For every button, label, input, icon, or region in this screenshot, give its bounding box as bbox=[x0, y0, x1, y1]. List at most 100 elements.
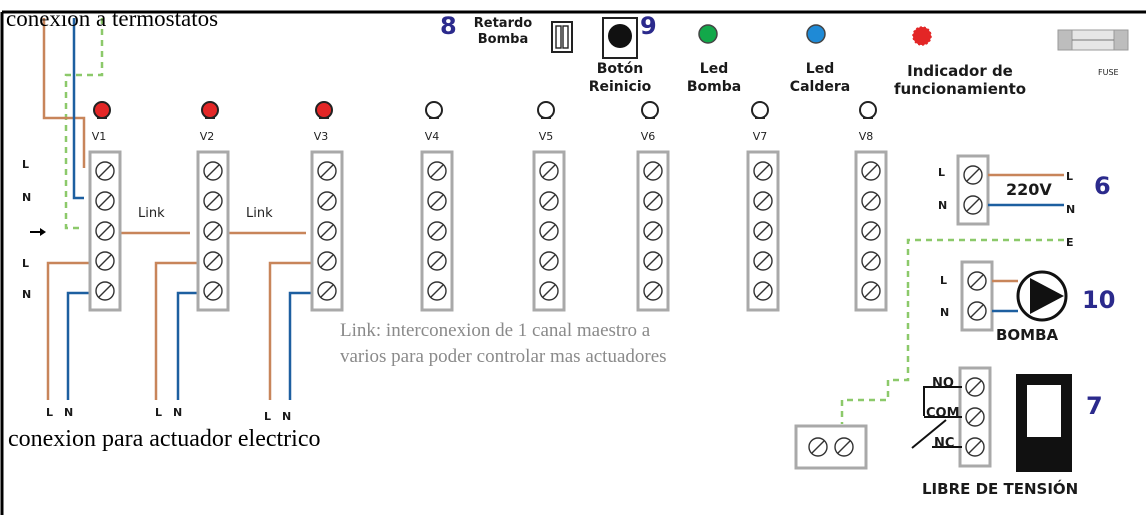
retardo-switch-pin-1 bbox=[555, 25, 562, 49]
terminal-block-v8-screw-3-slot bbox=[864, 224, 878, 238]
relay-terminal-block-screw-2-slot bbox=[968, 410, 982, 424]
led-v7 bbox=[751, 101, 769, 119]
actuator-wire-l-3: L bbox=[264, 410, 272, 423]
retardo-switch-pin-2 bbox=[562, 25, 569, 49]
retardo-line2: Bomba bbox=[477, 32, 529, 47]
left-terminal-n2: N bbox=[22, 288, 32, 301]
terminal-block-v7-screw-1-slot bbox=[756, 164, 770, 178]
actuator-wire-n-3-line bbox=[288, 291, 312, 400]
actuator-wire-n-1: N bbox=[64, 406, 74, 419]
terminal-block-v8-screw-2-slot bbox=[864, 194, 878, 208]
terminal-block-v5-screw-4-slot bbox=[542, 254, 556, 268]
earth-wire-connector bbox=[840, 290, 910, 424]
pump-terminal-block-screw-1-slot bbox=[970, 274, 984, 288]
led-caldera-line2: Caldera bbox=[789, 79, 851, 95]
relay-terminal-block-screw-1-slot bbox=[968, 380, 982, 394]
input-arrow-icon bbox=[40, 228, 46, 236]
thermostat-connection-label: conexion a termostatos bbox=[6, 6, 219, 31]
terminal-block-v1-screw-2-slot bbox=[98, 194, 112, 208]
reinicio-label: Botón Reinicio bbox=[584, 60, 656, 96]
relay-com: COM bbox=[926, 406, 960, 421]
led-v8 bbox=[859, 101, 877, 119]
terminal-block-v6-screw-5-slot bbox=[646, 284, 660, 298]
led-bomba-line2: Bomba bbox=[686, 79, 742, 95]
terminal-block-v4-screw-3-slot bbox=[430, 224, 444, 238]
actuator-wire-l-1: L bbox=[46, 406, 54, 419]
relay-switch-window bbox=[1025, 383, 1063, 439]
led-v1 bbox=[93, 101, 111, 119]
reinicio-line2: Reinicio bbox=[588, 79, 652, 95]
retardo-line1: Retardo bbox=[473, 16, 533, 31]
led-caldera-label: Led Caldera bbox=[780, 60, 860, 96]
terminal-block-v3-screw-5-slot bbox=[320, 284, 334, 298]
power-voltage: 220V bbox=[1006, 180, 1052, 199]
left-terminal-l1: L bbox=[22, 158, 30, 171]
power-terminal-block-screw-1-slot bbox=[966, 168, 980, 182]
left-terminal-l2: L bbox=[22, 257, 30, 270]
channel-label-v1: V1 bbox=[91, 130, 107, 143]
actuator-wire-n-2: N bbox=[173, 406, 183, 419]
pump-label: BOMBA bbox=[996, 326, 1059, 344]
terminal-block-v1-screw-5-slot bbox=[98, 284, 112, 298]
terminal-block-v3-screw-4-slot bbox=[320, 254, 334, 268]
earth-wire-thermostat bbox=[64, 18, 104, 230]
terminal-block-v8-screw-4-slot bbox=[864, 254, 878, 268]
fuse-label: FUSE bbox=[1098, 68, 1119, 77]
terminal-block-v6-screw-3-slot bbox=[646, 224, 660, 238]
terminal-block-v2-screw-3-slot bbox=[206, 224, 220, 238]
led-v2 bbox=[201, 101, 219, 119]
led-caldera-line1: Led bbox=[805, 61, 835, 77]
led-bomba bbox=[698, 24, 718, 44]
terminal-block-v7-screw-2-slot bbox=[756, 194, 770, 208]
led-caldera bbox=[806, 24, 826, 44]
terminal-block-v6-screw-2-slot bbox=[646, 194, 660, 208]
terminal-block-v6-screw-1-slot bbox=[646, 164, 660, 178]
terminal-block-v4-screw-2-slot bbox=[430, 194, 444, 208]
power-out-l: L bbox=[1066, 170, 1074, 183]
terminal-block-v6-screw-4-slot bbox=[646, 254, 660, 268]
led-v3 bbox=[315, 101, 333, 119]
retardo-switch bbox=[551, 21, 573, 53]
terminal-block-v5-screw-2-slot bbox=[542, 194, 556, 208]
terminal-block-v4-screw-4-slot bbox=[430, 254, 444, 268]
led-v5 bbox=[537, 101, 555, 119]
led-bomba-label: Led Bomba bbox=[674, 60, 754, 96]
terminal-block-v7-screw-3-slot bbox=[756, 224, 770, 238]
terminal-block-v4-screw-5-slot bbox=[430, 284, 444, 298]
indicador-led bbox=[912, 26, 932, 46]
channel-label-v4: V4 bbox=[424, 130, 440, 143]
actuator-wire-n-3: N bbox=[282, 410, 292, 423]
power-earth: E bbox=[1066, 236, 1074, 249]
led-bomba-line1: Led bbox=[699, 61, 729, 77]
terminal-block-v7-screw-5-slot bbox=[756, 284, 770, 298]
terminal-block-v3-screw-3-slot bbox=[320, 224, 334, 238]
pump-number: 10 bbox=[1082, 286, 1116, 314]
terminal-block-v2-screw-5-slot bbox=[206, 284, 220, 298]
thermostat-wire-l bbox=[42, 18, 86, 168]
terminal-block-v7-screw-4-slot bbox=[756, 254, 770, 268]
power-number: 6 bbox=[1094, 172, 1111, 200]
relay-caption: LIBRE DE TENSIÓN bbox=[922, 480, 1079, 498]
channel-label-v3: V3 bbox=[313, 130, 329, 143]
terminal-block-v2-screw-2-slot bbox=[206, 194, 220, 208]
power-in-l: L bbox=[938, 166, 946, 179]
terminal-block-v2-screw-4-slot bbox=[206, 254, 220, 268]
indicador-line1: Indicador de bbox=[907, 62, 1013, 80]
terminal-block-v8-screw-1-slot bbox=[864, 164, 878, 178]
relay-contact-line bbox=[911, 419, 947, 449]
link-note-line2: varios para poder controlar mas actuador… bbox=[340, 346, 667, 367]
reinicio-number: 9 bbox=[640, 12, 657, 40]
reinicio-line1: Botón bbox=[596, 61, 644, 77]
fuse-cap-left bbox=[1057, 29, 1073, 51]
indicador-line2: funcionamiento bbox=[893, 80, 1027, 98]
pump-n: N bbox=[940, 306, 950, 319]
relay-no: NO bbox=[932, 376, 954, 391]
terminal-block-v3-screw-1-slot bbox=[320, 164, 334, 178]
left-terminal-n1: N bbox=[22, 191, 32, 204]
actuator-wire-n-2-line bbox=[176, 291, 198, 400]
actuator-wire-l-2: L bbox=[155, 406, 163, 419]
terminal-block-v8-screw-5-slot bbox=[864, 284, 878, 298]
actuator-wire-l-2-line bbox=[154, 261, 198, 400]
earth-connector-block bbox=[794, 424, 868, 470]
relay-no-line bbox=[923, 386, 962, 416]
